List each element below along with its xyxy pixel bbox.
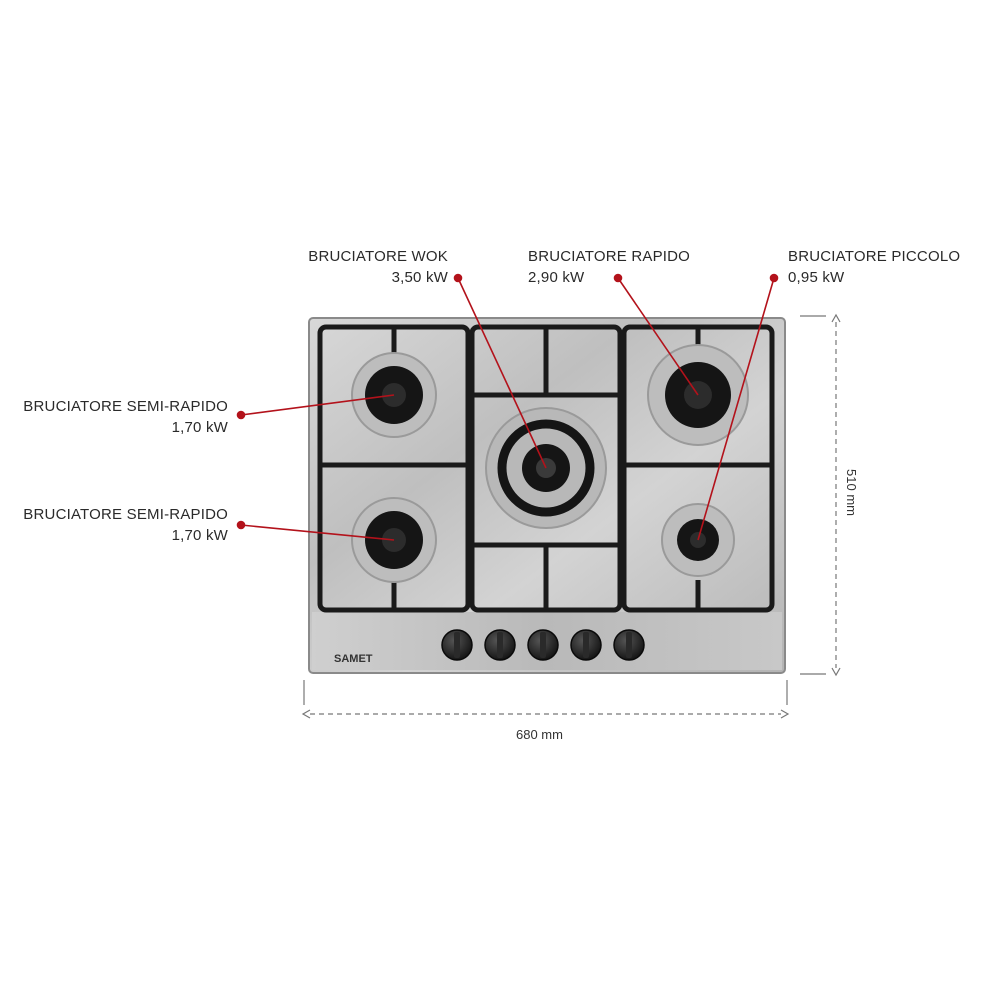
label-semi-rapido-bottom-power: 1,70 kW xyxy=(171,527,228,544)
knob-2[interactable] xyxy=(484,629,516,661)
knob-3[interactable] xyxy=(527,629,559,661)
leader-semi-rapido-bottom xyxy=(240,524,395,541)
width-dim-arrow-left xyxy=(301,709,311,719)
label-semi-rapido-top-name: BRUCIATORE SEMI-RAPIDO xyxy=(23,398,228,415)
height-dimension-label: 510 mm xyxy=(843,469,859,516)
brand-logo: SAMET xyxy=(334,653,373,665)
knob-5[interactable] xyxy=(613,629,645,661)
leader-piccolo xyxy=(697,277,775,541)
leader-dot-semi-rapido-bottom xyxy=(236,520,246,530)
height-dim-arrow-bottom xyxy=(831,667,841,677)
label-wok-power: 3,50 kW xyxy=(391,269,448,286)
leader-dot-wok xyxy=(453,273,463,283)
label-wok: BRUCIATORE WOK 3,50 kW xyxy=(308,246,448,288)
height-dim-arrow-top xyxy=(831,313,841,323)
knob-4[interactable] xyxy=(570,629,602,661)
width-dim-arrow-right xyxy=(780,709,790,719)
leader-lines xyxy=(236,273,779,541)
label-semi-rapido-bottom-name: BRUCIATORE SEMI-RAPIDO xyxy=(23,506,228,523)
label-semi-rapido-bottom: BRUCIATORE SEMI-RAPIDO 1,70 kW xyxy=(23,504,228,546)
leader-rapido xyxy=(617,277,699,396)
leader-dot-piccolo xyxy=(769,273,779,283)
leader-dot-rapido xyxy=(613,273,623,283)
knob-1[interactable] xyxy=(441,629,473,661)
label-rapido-name: BRUCIATORE RAPIDO xyxy=(528,248,691,265)
label-wok-name: BRUCIATORE WOK xyxy=(308,248,448,265)
label-piccolo: BRUCIATORE PICCOLO 0,95 kW xyxy=(788,246,960,288)
label-piccolo-name: BRUCIATORE PICCOLO xyxy=(788,248,961,265)
label-rapido: BRUCIATORE RAPIDO 2,90 kW xyxy=(528,246,690,288)
grates xyxy=(317,324,775,613)
width-dimension-label: 680 mm xyxy=(516,727,563,742)
leader-wok xyxy=(457,277,547,469)
leader-semi-rapido-top xyxy=(240,394,395,416)
label-semi-rapido-top: BRUCIATORE SEMI-RAPIDO 1,70 kW xyxy=(23,396,228,438)
label-rapido-power: 2,90 kW xyxy=(528,269,585,286)
leader-dot-semi-rapido-top xyxy=(236,410,246,420)
label-piccolo-power: 0,95 kW xyxy=(788,269,845,286)
label-semi-rapido-top-power: 1,70 kW xyxy=(171,419,228,436)
knobs xyxy=(441,629,645,661)
dimension-lines xyxy=(301,313,841,719)
